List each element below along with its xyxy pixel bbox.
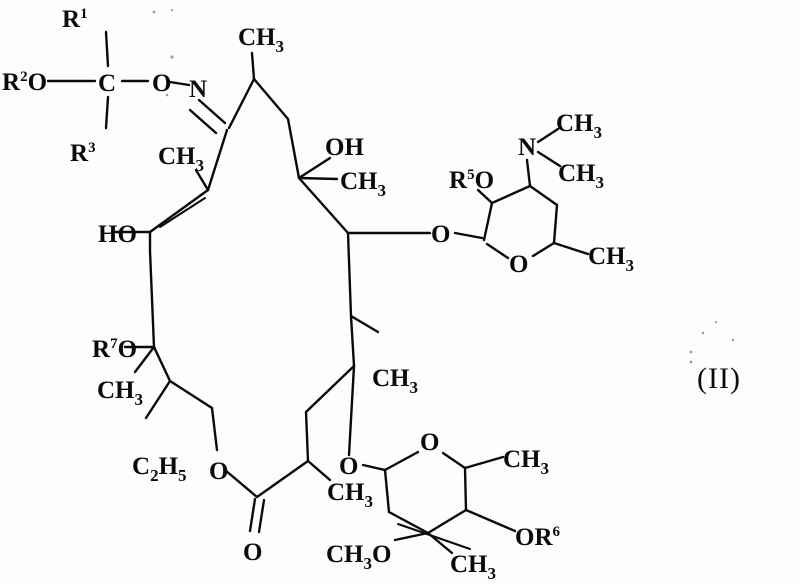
label-ch3-c8: CH3 xyxy=(158,143,204,175)
label-ch3-c2: CH3 xyxy=(327,479,373,511)
label-ring-o-cladinose: O xyxy=(420,429,439,456)
label-ring-o-desosamine: O xyxy=(509,251,528,278)
label-glycosidic-o-cladinose: O xyxy=(339,453,358,480)
macrolide-ring-bonds xyxy=(148,77,356,499)
oxime-ether-sidechain-labels: R2O C R1 R3 O N xyxy=(2,6,207,167)
label-or6: OR6 xyxy=(515,524,561,551)
label-amine-n: N xyxy=(518,134,536,161)
label-carbonyl-o: O xyxy=(243,539,262,566)
label-r1: R1 xyxy=(62,6,88,33)
label-oxime-n: N xyxy=(189,76,207,103)
label-r5o: R5O xyxy=(449,167,494,194)
formula-tag: (II) xyxy=(697,362,741,395)
ring-substituent-labels: CH3 OH CH3 CH3 HO R7O CH3 C2H5 O O CH3 C… xyxy=(92,24,418,566)
label-r2o: R2O xyxy=(2,69,47,96)
label-ch3-desosamine: CH3 xyxy=(588,243,634,275)
label-glycosidic-o-desosamine: O xyxy=(431,221,450,248)
label-oh-c12: OH xyxy=(325,134,364,161)
label-ch3-c10: CH3 xyxy=(238,24,284,56)
desosamine-sugar-labels: O R5O N CH3 CH3 O CH3 xyxy=(431,110,634,278)
label-carbon-c: C xyxy=(98,70,116,97)
desosamine-sugar-bonds xyxy=(453,127,590,260)
label-r3: R3 xyxy=(70,140,96,167)
label-r7o: R7O xyxy=(92,336,137,363)
cladinose-sugar-labels: O O CH3 OR6 CH3O CH3 xyxy=(326,429,561,583)
label-c2h5: C2H5 xyxy=(132,453,187,485)
label-ch3-cladinose-quaternary: CH3 xyxy=(450,551,496,583)
label-ch3-c4: CH3 xyxy=(372,365,418,397)
label-ch3o-cladinose: CH3O xyxy=(326,541,391,573)
label-n-ch3-lower: CH3 xyxy=(558,160,604,192)
cladinose-sugar-bonds xyxy=(361,450,517,555)
label-lactone-o: O xyxy=(209,458,228,485)
label-ch3-c12: CH3 xyxy=(340,168,386,200)
label-n-ch3-upper: CH3 xyxy=(556,110,602,142)
label-ho-c7: HO xyxy=(98,221,137,248)
ring-substituent-bonds xyxy=(110,51,432,534)
scan-noise xyxy=(152,8,735,364)
label-oxime-o: O xyxy=(152,70,171,97)
label-ch3-cladinose-top: CH3 xyxy=(503,446,549,478)
oxime-ether-sidechain-bonds xyxy=(46,30,227,135)
label-ch3-c6: CH3 xyxy=(97,377,143,409)
